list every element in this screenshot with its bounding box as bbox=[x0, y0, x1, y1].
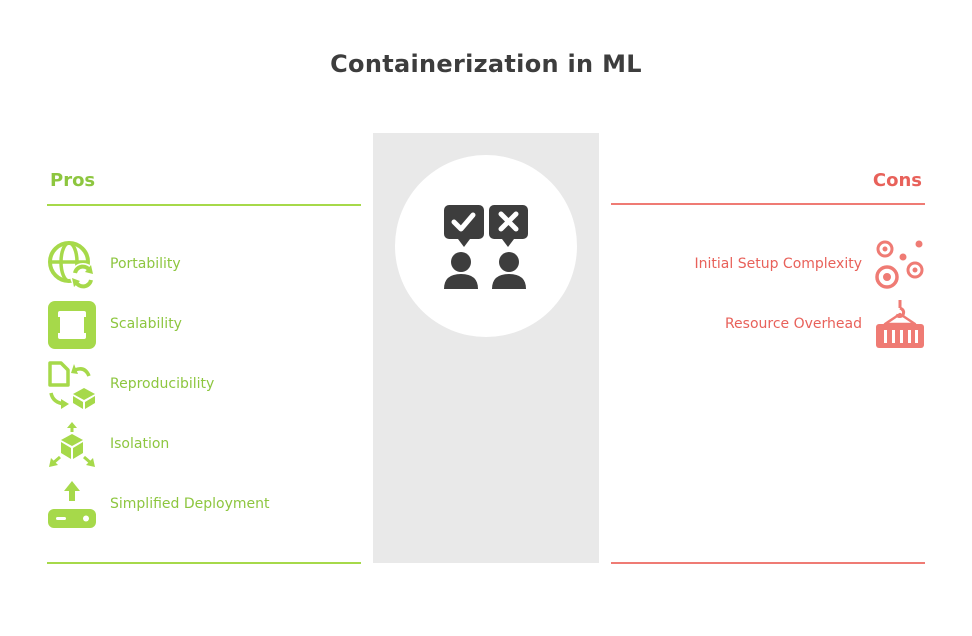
pros-item-label: Isolation bbox=[110, 436, 170, 452]
expand-frame-icon bbox=[48, 301, 96, 349]
pros-top-divider bbox=[47, 204, 361, 206]
document-to-box-cycle-icon bbox=[48, 361, 95, 409]
cons-bottom-divider bbox=[611, 562, 925, 564]
pros-item-label: Simplified Deployment bbox=[110, 496, 270, 512]
scattered-targets-icon bbox=[875, 240, 924, 289]
cons-top-divider bbox=[611, 203, 925, 205]
cons-heading: Cons bbox=[872, 170, 922, 191]
pros-bottom-divider bbox=[47, 562, 361, 564]
approve-reject-people-icon bbox=[444, 205, 528, 289]
cons-item-label: Resource Overhead bbox=[724, 316, 862, 332]
cons-item-label: Initial Setup Complexity bbox=[694, 256, 862, 272]
globe-sync-icon bbox=[48, 241, 96, 289]
page-title: Containerization in ML bbox=[330, 50, 642, 78]
pros-item-label: Scalability bbox=[110, 316, 182, 332]
pros-item-label: Reproducibility bbox=[110, 376, 215, 392]
container-crane-hook-icon bbox=[876, 300, 924, 348]
pros-heading: Pros bbox=[50, 170, 96, 191]
isolated-box-arrows-icon bbox=[49, 422, 95, 467]
center-circle bbox=[395, 155, 577, 337]
pros-item-label: Portability bbox=[110, 256, 181, 272]
center-panel bbox=[373, 133, 599, 563]
upload-server-icon bbox=[48, 481, 96, 528]
